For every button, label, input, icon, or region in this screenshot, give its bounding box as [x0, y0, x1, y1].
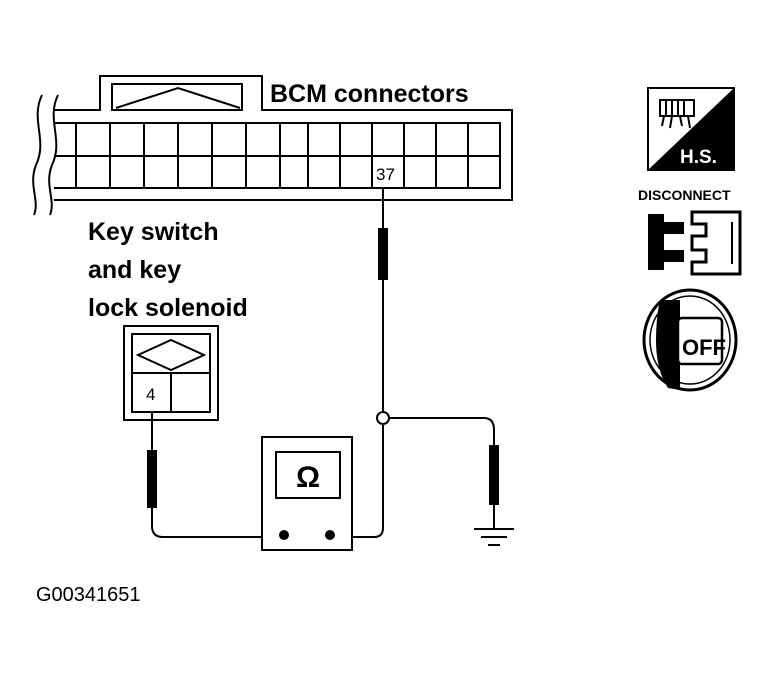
- probe-solenoid: [147, 450, 157, 508]
- bcm-connector: [32, 75, 513, 216]
- disconnect-text: DISCONNECT: [638, 187, 731, 203]
- key-switch-label-line2: and key: [88, 256, 181, 284]
- bcm-pin-label: 37: [376, 165, 395, 184]
- probe-ground: [489, 445, 499, 505]
- harness-connector-icon: [647, 87, 735, 171]
- solenoid-pin-label: 4: [146, 385, 155, 404]
- wiring: [151, 188, 495, 538]
- key-switch-label-line1: Key switch: [88, 218, 219, 246]
- key-switch-label-line3: lock solenoid: [88, 294, 248, 322]
- bcm-connectors-label: BCM connectors: [270, 80, 469, 108]
- wire-junction: [376, 411, 390, 425]
- disconnect-connector-icon: [648, 210, 742, 276]
- ignition-off-icon: [642, 288, 738, 392]
- ignition-off-text: OFF: [682, 335, 726, 360]
- solenoid-connector: [123, 325, 219, 421]
- ohm-symbol: Ω: [296, 461, 320, 494]
- ground-icon: [474, 528, 514, 546]
- figure-code: G00341651: [36, 584, 141, 606]
- harness-text: H.S.: [680, 147, 717, 168]
- probe-bcm: [378, 228, 388, 280]
- ohmmeter-icon: [261, 436, 353, 551]
